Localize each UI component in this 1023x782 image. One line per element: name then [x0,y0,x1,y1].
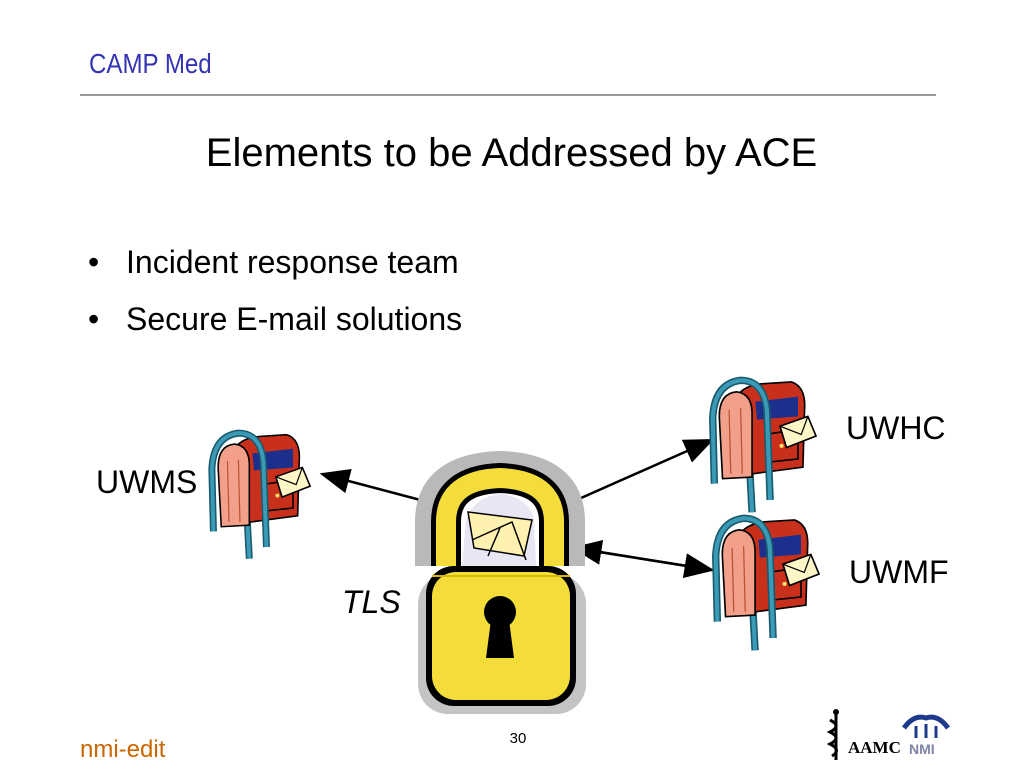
page-number: 30 [509,730,527,747]
slide-title: Elements to be Addressed by ACE [205,131,818,175]
uwmf-label: UWMF [849,554,949,590]
footer-brand: nmi-edit [80,736,166,763]
arrow-to-uwhc [571,438,715,504]
bullet-item: • Secure E-mail solutions [88,301,462,358]
aamc-logo-text: AAMC [848,738,901,757]
uwms-label: UWMS [96,464,198,500]
header-title: CAMP Med [89,48,212,79]
bullet-symbol: • [88,244,100,280]
tls-diagram [0,360,1023,714]
mailbox-uwmf-icon [716,518,819,650]
bullet-text: Secure E-mail solutions [126,301,463,337]
mailbox-uwms-icon [212,433,310,559]
aamc-caduceus-icon [826,709,839,760]
arrow-uwmf-right [599,550,715,578]
mailbox-uwhc-icon [713,380,816,512]
bullet-item: • Incident response team [88,244,462,301]
uwhc-label: UWHC [846,410,946,446]
bullet-symbol: • [88,301,100,337]
padlock-icon [415,450,586,714]
bullet-list: • Incident response team • Secure E-mail… [88,244,462,358]
footer-logos [826,709,951,760]
tls-label: TLS [342,584,401,620]
header-divider [80,94,936,96]
nmi-logo-icon [901,714,951,738]
nmi-logo-text: NMI [909,741,935,757]
bullet-text: Incident response team [126,244,459,280]
arrow-to-uwms [319,468,429,504]
